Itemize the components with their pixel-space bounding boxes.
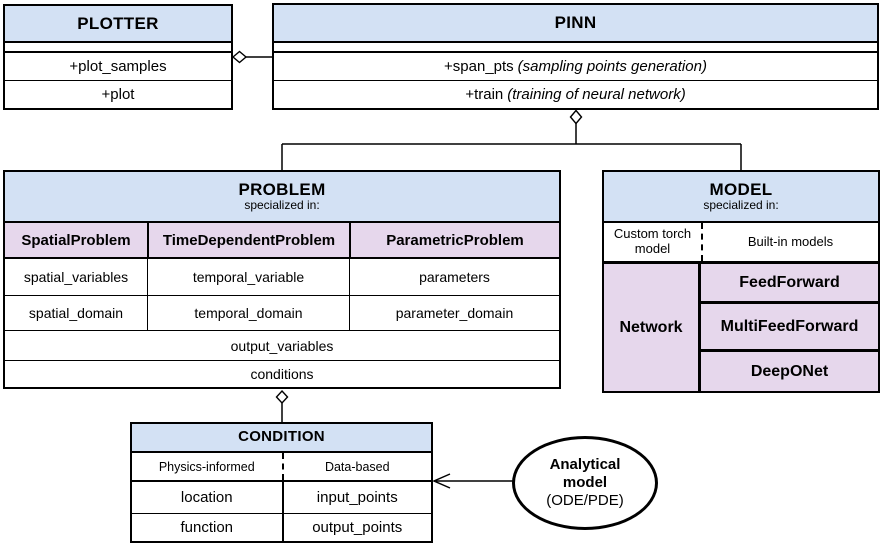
pinn-empty-compartment [274,43,877,53]
model-kind-row: Custom torch model Built-in models [604,223,878,264]
attr-cell: temporal_domain [147,296,349,330]
model-title: MODEL [709,180,773,200]
plotter-header: PLOTTER [5,6,231,43]
analytical-line: (ODE/PDE) [546,491,624,509]
pinn-title: PINN [554,13,597,33]
problem-header: PROBLEM specialized in: [5,172,559,223]
plotter-pinn-connector [231,50,272,64]
condition-data-based-label: Data-based [281,453,432,480]
model-builtin-list: FeedForward MultiFeedForward DeepONet [701,264,878,391]
problem-condition-connector [275,389,289,423]
condition-kind-row: Physics-informed Data-based [132,453,431,482]
problem-subtitle: specialized in: [244,198,320,213]
pinn-class-box: PINN +span_pts (sampling points generati… [272,3,879,110]
analytical-condition-connector [432,473,514,489]
analytical-line: model [562,474,608,492]
attr-cell: parameters [349,259,559,295]
model-network-cell: Network [604,264,701,391]
attr-cell: function [180,519,234,536]
problem-class-box: PROBLEM specialized in: SpatialProblem T… [3,170,561,389]
pinn-method-name: +span_pts [444,58,514,75]
condition-physics-informed-label: Physics-informed [158,459,255,474]
analytical-line: Analytical [549,456,621,474]
attr-cell: location [180,489,233,506]
problem-attr-row: spatial_domain temporal_domain parameter… [5,295,559,330]
condition-title: CONDITION [238,428,325,446]
model-custom-torch-label: Custom torch model [613,226,692,256]
attr-cell: spatial_variables [23,269,129,285]
problem-shared-attr: conditions [5,360,559,387]
problem-title: PROBLEM [238,180,326,200]
pinn-method: +train (training of neural network) [274,80,877,108]
plotter-title: PLOTTER [77,13,159,33]
attr-cell: spatial_domain [28,305,124,321]
aggregation-diamond-icon [231,50,248,64]
analytical-model-ellipse: Analytical model (ODE/PDE) [512,436,658,530]
problem-shared-attr: output_variables [5,330,559,360]
model-header: MODEL specialized in: [604,172,878,223]
condition-attr-row: location input_points [132,482,431,513]
aggregation-diamond-icon [275,389,289,405]
plotter-class-box: PLOTTER +plot_samples +plot [3,4,233,110]
attr-cell: input_points [281,482,432,513]
condition-attr-row: function output_points [132,513,431,541]
attr-cell: output_points [281,514,432,541]
model-deeponet-cell: DeepONet [750,362,829,380]
model-subtitle: specialized in: [703,198,779,213]
aggregation-diamond-icon [569,109,583,125]
pinn-method-note: (sampling points generation) [517,58,707,75]
model-feedforward-cell: FeedForward [701,264,878,304]
condition-header: CONDITION [132,424,431,453]
subclass-parametricproblem: ParametricProblem [349,223,559,257]
subclass-timedependentproblem: TimeDependentProblem [147,223,349,257]
model-implementations: Network FeedForward MultiFeedForward Dee… [604,264,878,391]
pinn-method-note: (training of neural network) [507,86,686,103]
attr-cell: parameter_domain [349,296,559,330]
pinn-method-name: +train [465,86,504,103]
model-multifeedforward-cell: MultiFeedForward [701,304,878,352]
open-arrowhead-icon [432,473,451,489]
problem-attr-row: spatial_variables temporal_variable para… [5,259,559,295]
model-class-box: MODEL specialized in: Custom torch model… [602,170,880,393]
plotter-method: +plot [5,80,231,108]
subclass-spatialproblem: SpatialProblem [21,231,131,249]
condition-class-box: CONDITION Physics-informed Data-based lo… [130,422,433,543]
pinn-header: PINN [274,5,877,43]
model-builtin-label: Built-in models [701,223,878,261]
problem-subclass-row: SpatialProblem TimeDependentProblem Para… [5,223,559,259]
pinn-children-connector [281,109,742,171]
plotter-empty-compartment [5,43,231,53]
pinn-method: +span_pts (sampling points generation) [274,53,877,80]
attr-cell: temporal_variable [147,259,349,295]
plotter-method: +plot_samples [69,58,167,75]
